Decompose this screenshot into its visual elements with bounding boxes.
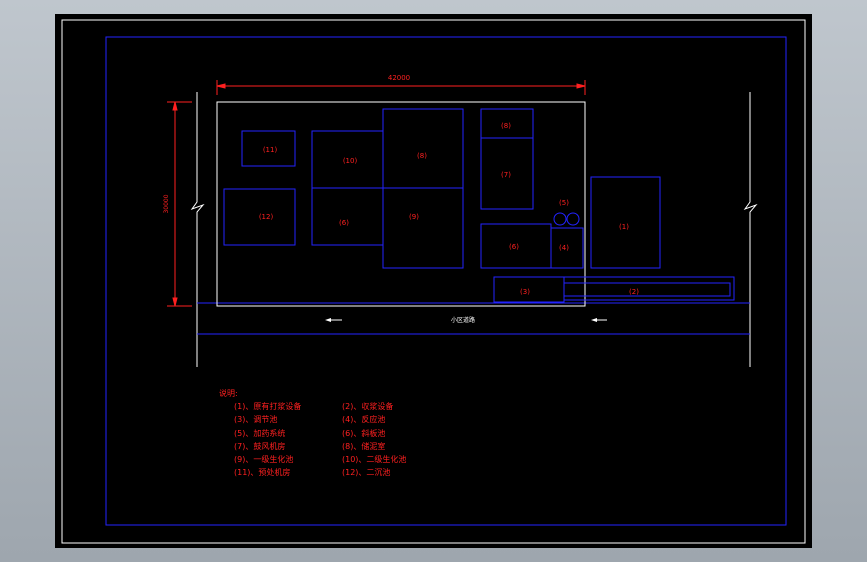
room-4[interactable] <box>550 227 584 269</box>
note-item: (8)、储泥室 <box>342 441 385 451</box>
left-break-line <box>190 92 205 367</box>
note-item: (7)、鼓风机房 <box>234 441 285 451</box>
room-label: (7) <box>501 171 511 179</box>
room-label: (8) <box>417 152 427 160</box>
notes-title: 说明: <box>219 388 238 398</box>
room-label: (12) <box>259 213 274 221</box>
room-label: (6) <box>509 243 519 251</box>
note-item: (5)、加药系统 <box>234 428 285 438</box>
road-label: 小区道路 <box>451 316 475 324</box>
room-2-inner <box>563 282 731 297</box>
tank-5-left[interactable] <box>553 212 567 226</box>
room-label: (10) <box>343 157 358 165</box>
note-item: (9)、一级生化池 <box>234 454 293 464</box>
drawing-canvas <box>55 14 812 548</box>
room-label: (2) <box>629 288 639 296</box>
room-7[interactable] <box>480 137 534 210</box>
note-item: (6)、斜板池 <box>342 428 385 438</box>
room-label: (4) <box>559 244 569 252</box>
room-label: (1) <box>619 223 629 231</box>
note-item: (12)、二沉池 <box>342 467 390 477</box>
note-item: (4)、反应池 <box>342 414 385 424</box>
room-11[interactable] <box>241 130 296 167</box>
room-label: (8) <box>501 122 511 130</box>
site-boundary <box>216 101 586 307</box>
height-dimension-label: 30000 <box>163 194 170 213</box>
road-arrow-right <box>591 318 607 322</box>
height-dimension <box>167 101 192 307</box>
right-break-line <box>743 92 758 367</box>
inner-frame <box>105 36 787 526</box>
room-12[interactable] <box>223 188 296 246</box>
room-label: (9) <box>409 213 419 221</box>
room-label: (5) <box>559 199 569 207</box>
room-1[interactable] <box>590 176 661 269</box>
note-item: (2)、収浆设备 <box>342 401 393 411</box>
room-label: (3) <box>520 288 530 296</box>
room-label: (11) <box>263 146 278 154</box>
note-item: (10)、二级生化池 <box>342 454 406 464</box>
tank-5-right[interactable] <box>566 212 580 226</box>
outer-frame <box>61 19 806 544</box>
width-dimension <box>216 80 586 95</box>
room-9[interactable] <box>382 187 464 269</box>
room-label: (6) <box>339 219 349 227</box>
note-item: (11)、预处机房 <box>234 467 290 477</box>
note-item: (3)、调节池 <box>234 414 277 424</box>
note-item: (1)、原有打浆设备 <box>234 401 301 411</box>
road-arrow-left <box>325 318 342 322</box>
width-dimension-label: 42000 <box>388 74 410 82</box>
